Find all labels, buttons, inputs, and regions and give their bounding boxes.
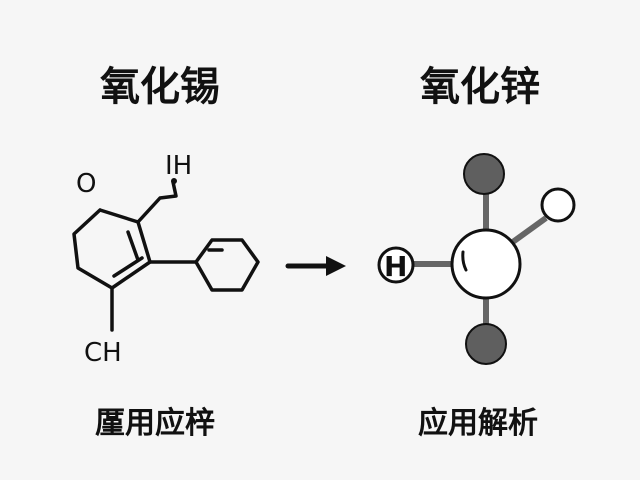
reaction-arrow [285,256,346,276]
bottom-atom [465,323,507,365]
right-compound-title: 氧化锌 [420,64,540,110]
substituent-ring [194,238,260,292]
right-molecule-structure [377,153,576,365]
hydrogen-atom [377,246,415,284]
top-atom [463,153,505,195]
upper-right-atom [540,187,576,223]
left-molecule-structure [72,178,260,332]
double-bond-inner-2 [112,256,144,278]
double-bond-inner-1 [126,230,140,262]
side-chain-dot [171,178,177,184]
side-chain-bond [136,180,178,224]
right-hydrogen-label: H [384,250,407,283]
arrowhead-icon [326,256,346,276]
left-caption: 厪用应梓 [95,406,215,441]
left-top-label: IH [165,151,192,181]
central-atom-highlight [461,250,468,272]
left-oxygen-label: O [76,169,96,199]
central-atom [450,228,522,300]
left-bottom-label: CH [84,338,122,368]
bond-upper-right [508,215,548,247]
left-compound-title: 氧化锡 [100,64,220,110]
right-caption: 应用解析 [418,406,538,441]
